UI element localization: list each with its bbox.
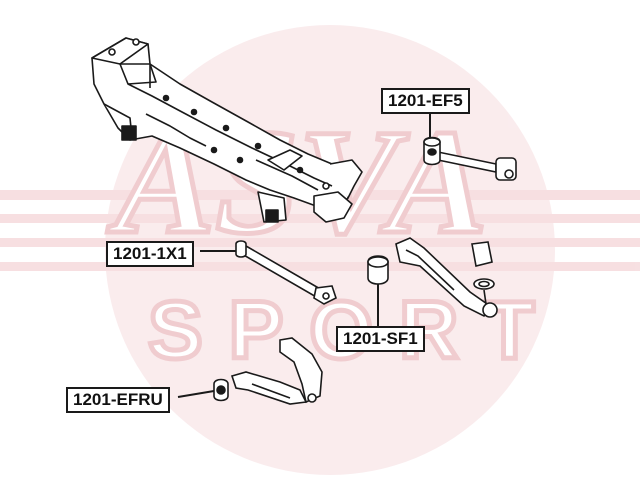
- link-ef5: [423, 136, 517, 181]
- arm-efru: [213, 337, 323, 405]
- part-label-sf1: 1201-SF1: [336, 326, 425, 352]
- part-label-ef5: 1201-EF5: [381, 88, 470, 114]
- watermark-band: [0, 262, 640, 271]
- watermark-band: [0, 214, 640, 223]
- arm-sf1: [367, 237, 498, 318]
- leader-efru: [177, 390, 215, 398]
- subframe: [91, 37, 363, 223]
- leader-lines: [177, 112, 431, 398]
- link-1x1: [235, 240, 337, 305]
- part-label-1x1: 1201-1X1: [106, 241, 194, 267]
- part-label-efru: 1201-EFRU: [66, 387, 170, 413]
- watermark-band: [0, 238, 640, 247]
